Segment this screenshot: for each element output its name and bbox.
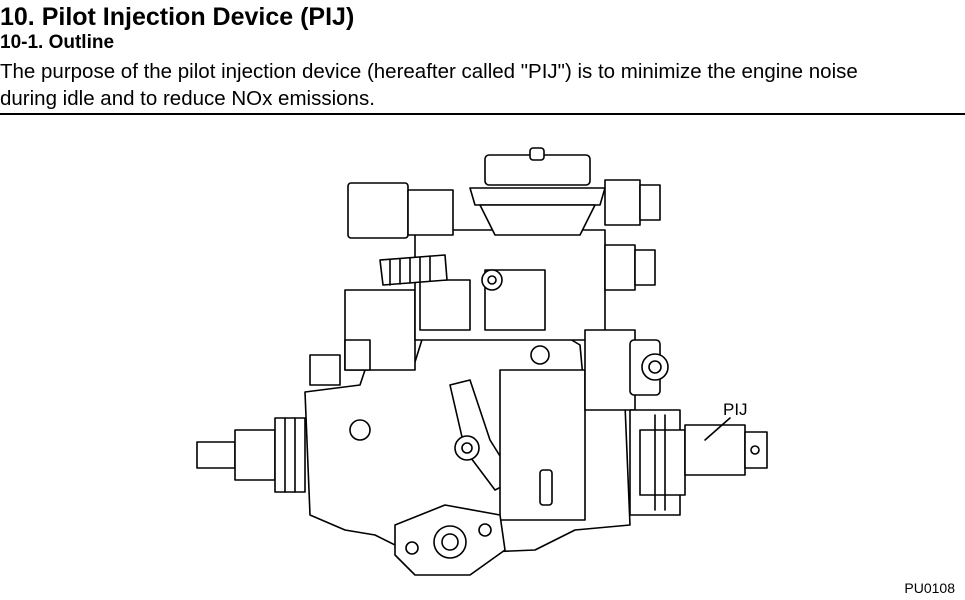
section-divider (0, 113, 965, 115)
section-title: 10. Pilot Injection Device (PIJ) (0, 3, 355, 31)
injection-pump-figure: PIJ (185, 130, 785, 585)
subsection-title: 10-1. Outline (0, 32, 115, 53)
figure-code: PU0108 (904, 580, 955, 596)
injection-pump-illustration-icon: PIJ (196, 147, 768, 576)
body-paragraph: The purpose of the pilot injection devic… (0, 58, 965, 112)
body-line-1: The purpose of the pilot injection devic… (0, 60, 858, 83)
pij-callout-label: PIJ (723, 400, 748, 419)
body-line-2: during idle and to reduce NOx emissions. (0, 87, 375, 110)
